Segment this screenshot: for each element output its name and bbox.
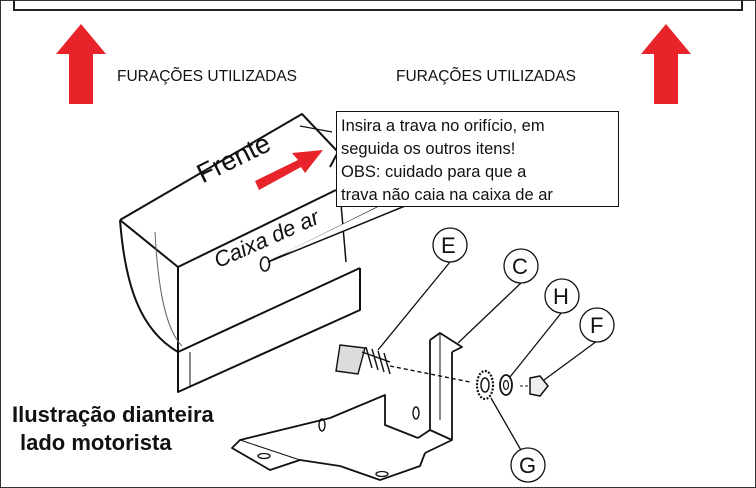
instruction-callout: Insira a trava no orifício, em seguida o… [336, 111, 619, 207]
part-circles [432, 227, 615, 483]
caption-line-2: lado motorista [20, 430, 172, 455]
top-panel [13, 0, 743, 11]
nut-part-f [520, 375, 549, 397]
part-label-h: H [553, 284, 569, 309]
callout-line-1: Insira a trava no orifício, em [341, 117, 545, 135]
callout-line-3: OBS: cuidado para que a [341, 163, 527, 181]
lock-part-e [335, 344, 471, 383]
callout-line-2: seguida os outros itens! [341, 140, 516, 158]
arrow-up-right-icon [641, 24, 691, 104]
leader-lines [377, 261, 598, 453]
front-arrow-icon [255, 150, 323, 190]
holes-label-left: FURAÇÕES UTILIZADAS [117, 68, 297, 85]
part-label-g: G [519, 453, 537, 478]
hole-mark [259, 256, 271, 272]
air-box [119, 113, 361, 393]
part-label-f: F [590, 313, 604, 338]
washer-part-g [475, 369, 495, 401]
holes-label-right: FURAÇÕES UTILIZADAS [396, 68, 576, 85]
caption-line-1: Ilustração dianteira [12, 402, 214, 427]
part-label-e: E [441, 233, 456, 258]
washer-part-h [499, 374, 513, 396]
callout-line-4: trava não caia na caixa de ar [341, 186, 553, 204]
arrow-up-left-icon [56, 24, 106, 104]
bracket-c [231, 332, 463, 481]
part-label-c: C [512, 254, 528, 279]
